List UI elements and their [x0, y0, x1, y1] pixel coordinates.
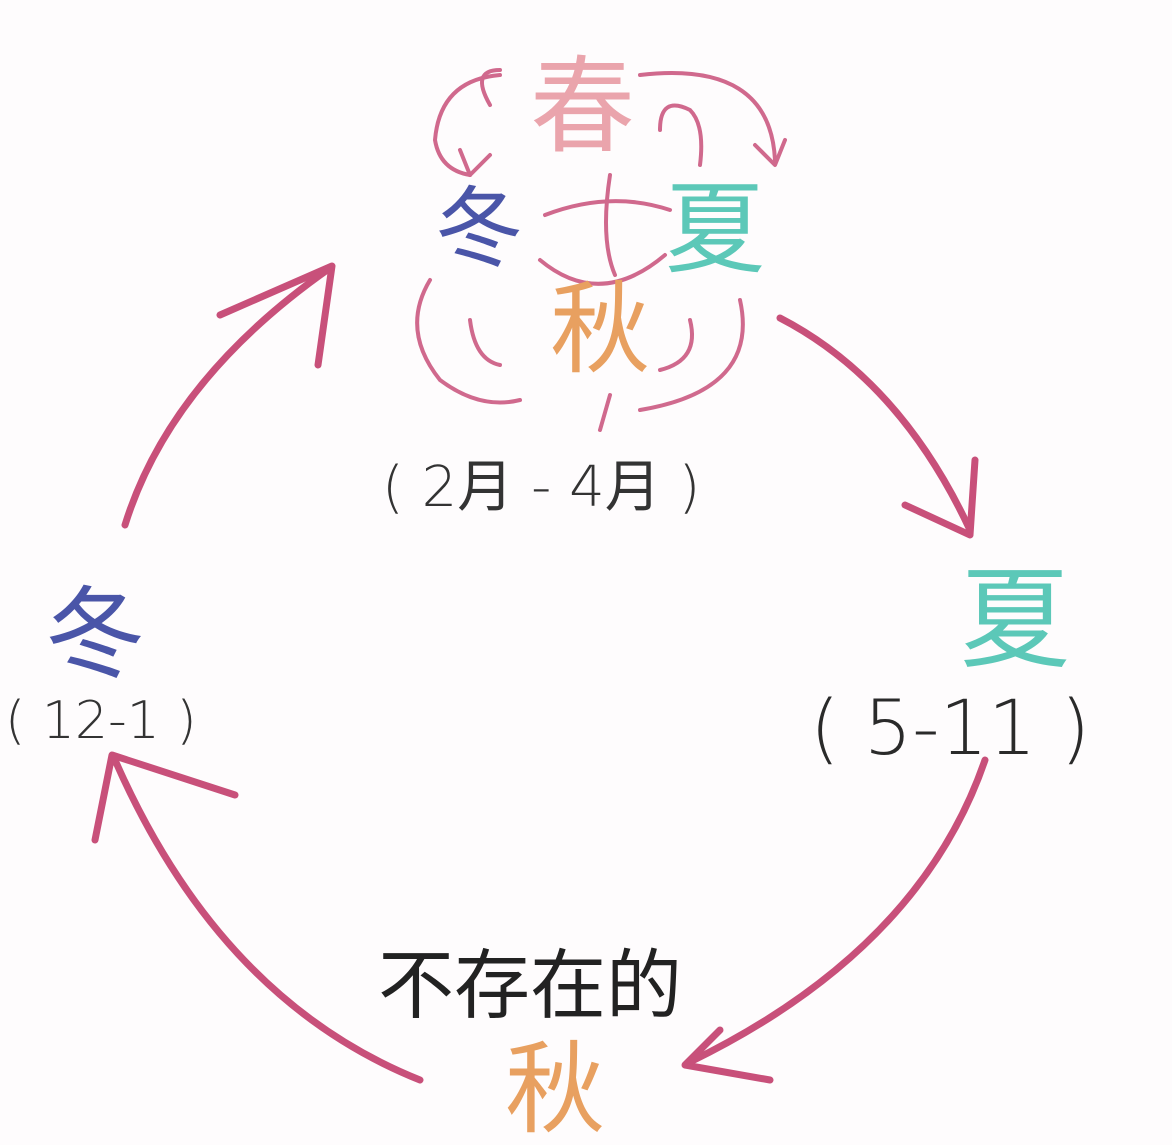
arrow-summer-to-autumn — [686, 756, 989, 1066]
loop-arrow — [538, 253, 667, 286]
arrow-head-summer — [901, 456, 979, 539]
arrow-head-autumn — [681, 1026, 774, 1084]
top-spring-label: 春 — [530, 46, 636, 168]
top-range-label: ( 2月 - 4月 ) — [382, 455, 701, 520]
right-summer-label: 夏 — [960, 556, 1070, 684]
loop-arrow — [480, 68, 502, 107]
loop-arrow — [415, 278, 522, 405]
loop-arrow — [433, 73, 502, 177]
loop-arrow — [458, 148, 492, 177]
top-autumn-label: 秋 — [550, 271, 650, 388]
left-range-label: ( 12-1 ) — [5, 691, 197, 751]
bottom-autumn-label: 秋 — [505, 1031, 605, 1145]
bottom-caption: 不存在的 — [378, 941, 682, 1030]
left-winter-label: 冬 — [45, 576, 145, 693]
loop-arrow — [658, 318, 694, 372]
loop-arrow — [638, 298, 745, 412]
loop-arrow — [604, 173, 617, 277]
arrow-head-winter — [91, 751, 239, 844]
top-winter-label: 冬 — [435, 177, 524, 280]
loop-arrow — [638, 71, 777, 162]
loop-arrow — [753, 138, 787, 167]
arrow-winter-to-top — [121, 264, 334, 529]
loop-arrow — [598, 393, 612, 432]
arrow-top-to-summer — [776, 314, 974, 534]
top-summer-label: 夏 — [665, 171, 765, 288]
arrow-autumn-to-winter — [111, 756, 424, 1084]
arrow-head-top — [216, 262, 336, 369]
right-range-label: ( 5-11 ) — [810, 683, 1091, 772]
loop-arrow — [658, 103, 704, 167]
loop-arrow — [468, 318, 502, 367]
